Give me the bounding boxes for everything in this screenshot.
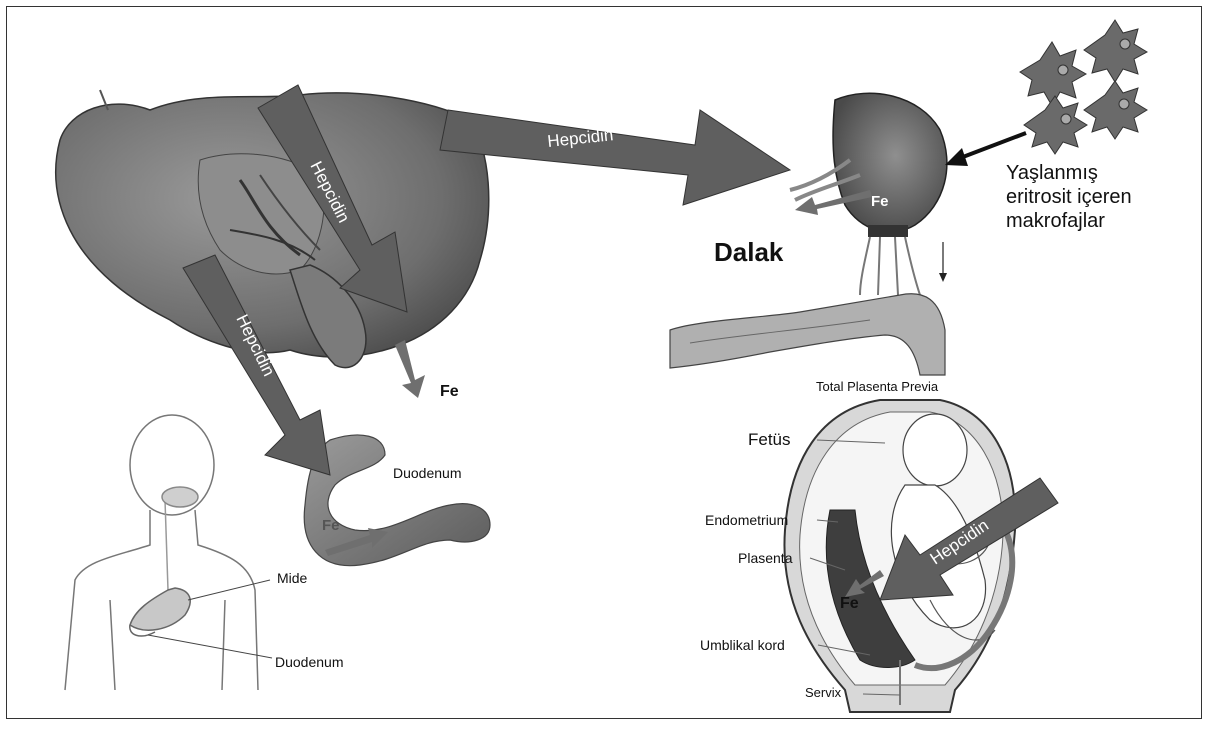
duodenum-illustration	[304, 435, 490, 566]
duodenum-label-top: Duodenum	[393, 465, 462, 481]
macrophages-illustration	[1020, 20, 1147, 154]
fetus-label: Fetüs	[748, 430, 791, 450]
fe-label-duodenum: Fe	[322, 517, 340, 534]
placenta-title: Total Plasenta Previa	[816, 379, 938, 394]
dalak-label: Dalak	[714, 237, 783, 268]
servix-label: Servix	[805, 685, 841, 700]
endometrium-label: Endometrium	[705, 512, 788, 528]
duodenum-label-bottom: Duodenum	[275, 654, 344, 670]
macrophages-label-line1: Yaşlanmış	[1006, 161, 1098, 185]
liver-illustration	[56, 90, 489, 368]
macrophages-label-line3: makrofajlar	[1006, 209, 1105, 233]
fe-label-spleen: Fe	[871, 193, 889, 210]
plasenta-label: Plasenta	[738, 550, 792, 566]
hepcidin-arrow-spleen: Hepcidin	[440, 110, 790, 205]
mide-label: Mide	[277, 570, 307, 586]
fe-label-liver: Fe	[440, 383, 459, 401]
macrophages-label-line2: eritrosit içeren	[1006, 185, 1132, 209]
fe-label-placenta: Fe	[840, 595, 859, 613]
human-body-illustration	[65, 415, 258, 690]
umblikal-label: Umblikal kord	[700, 637, 785, 653]
